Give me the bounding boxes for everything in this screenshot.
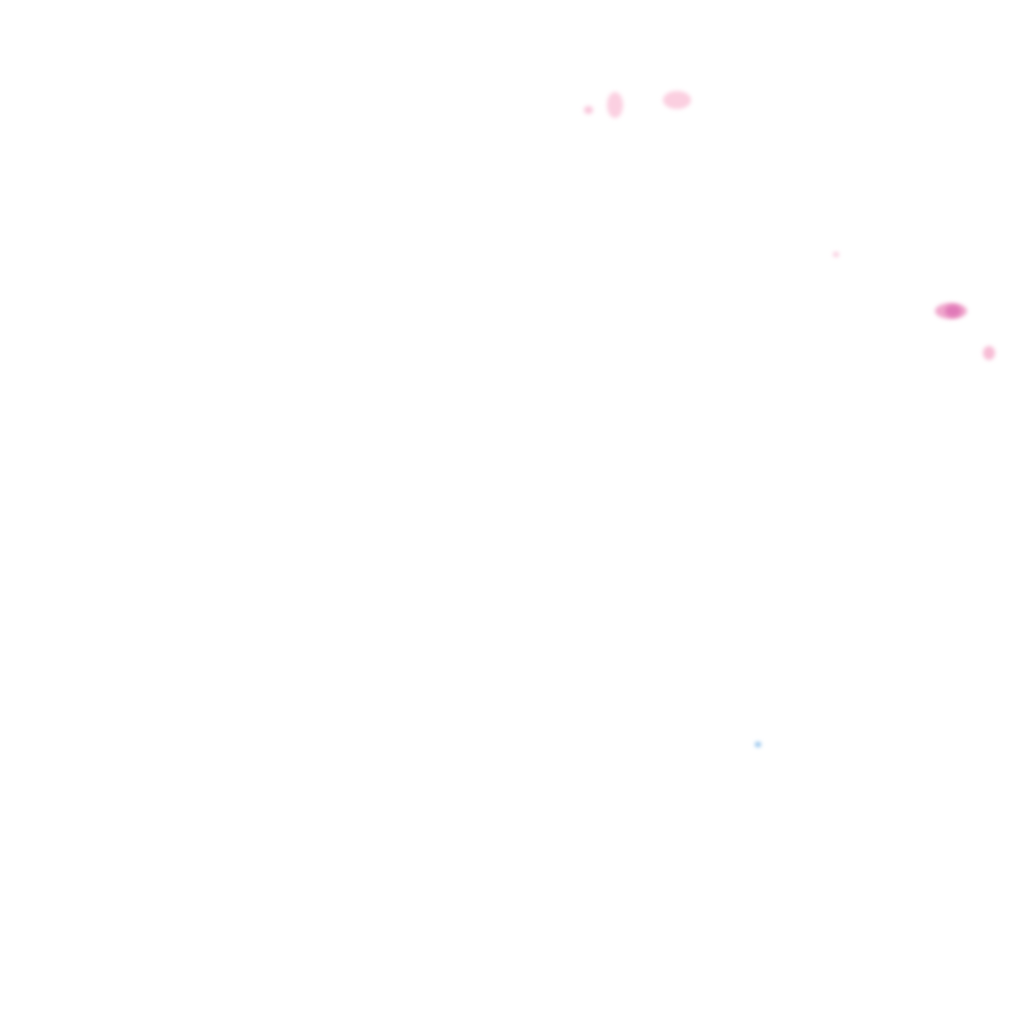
pink-speck — [584, 106, 593, 114]
magenta-blob-core — [945, 305, 961, 317]
pink-blob — [607, 92, 623, 118]
pink-speck — [833, 252, 839, 257]
pink-blob — [663, 91, 691, 109]
blue-speck — [755, 742, 761, 747]
pink-blob — [983, 346, 995, 360]
